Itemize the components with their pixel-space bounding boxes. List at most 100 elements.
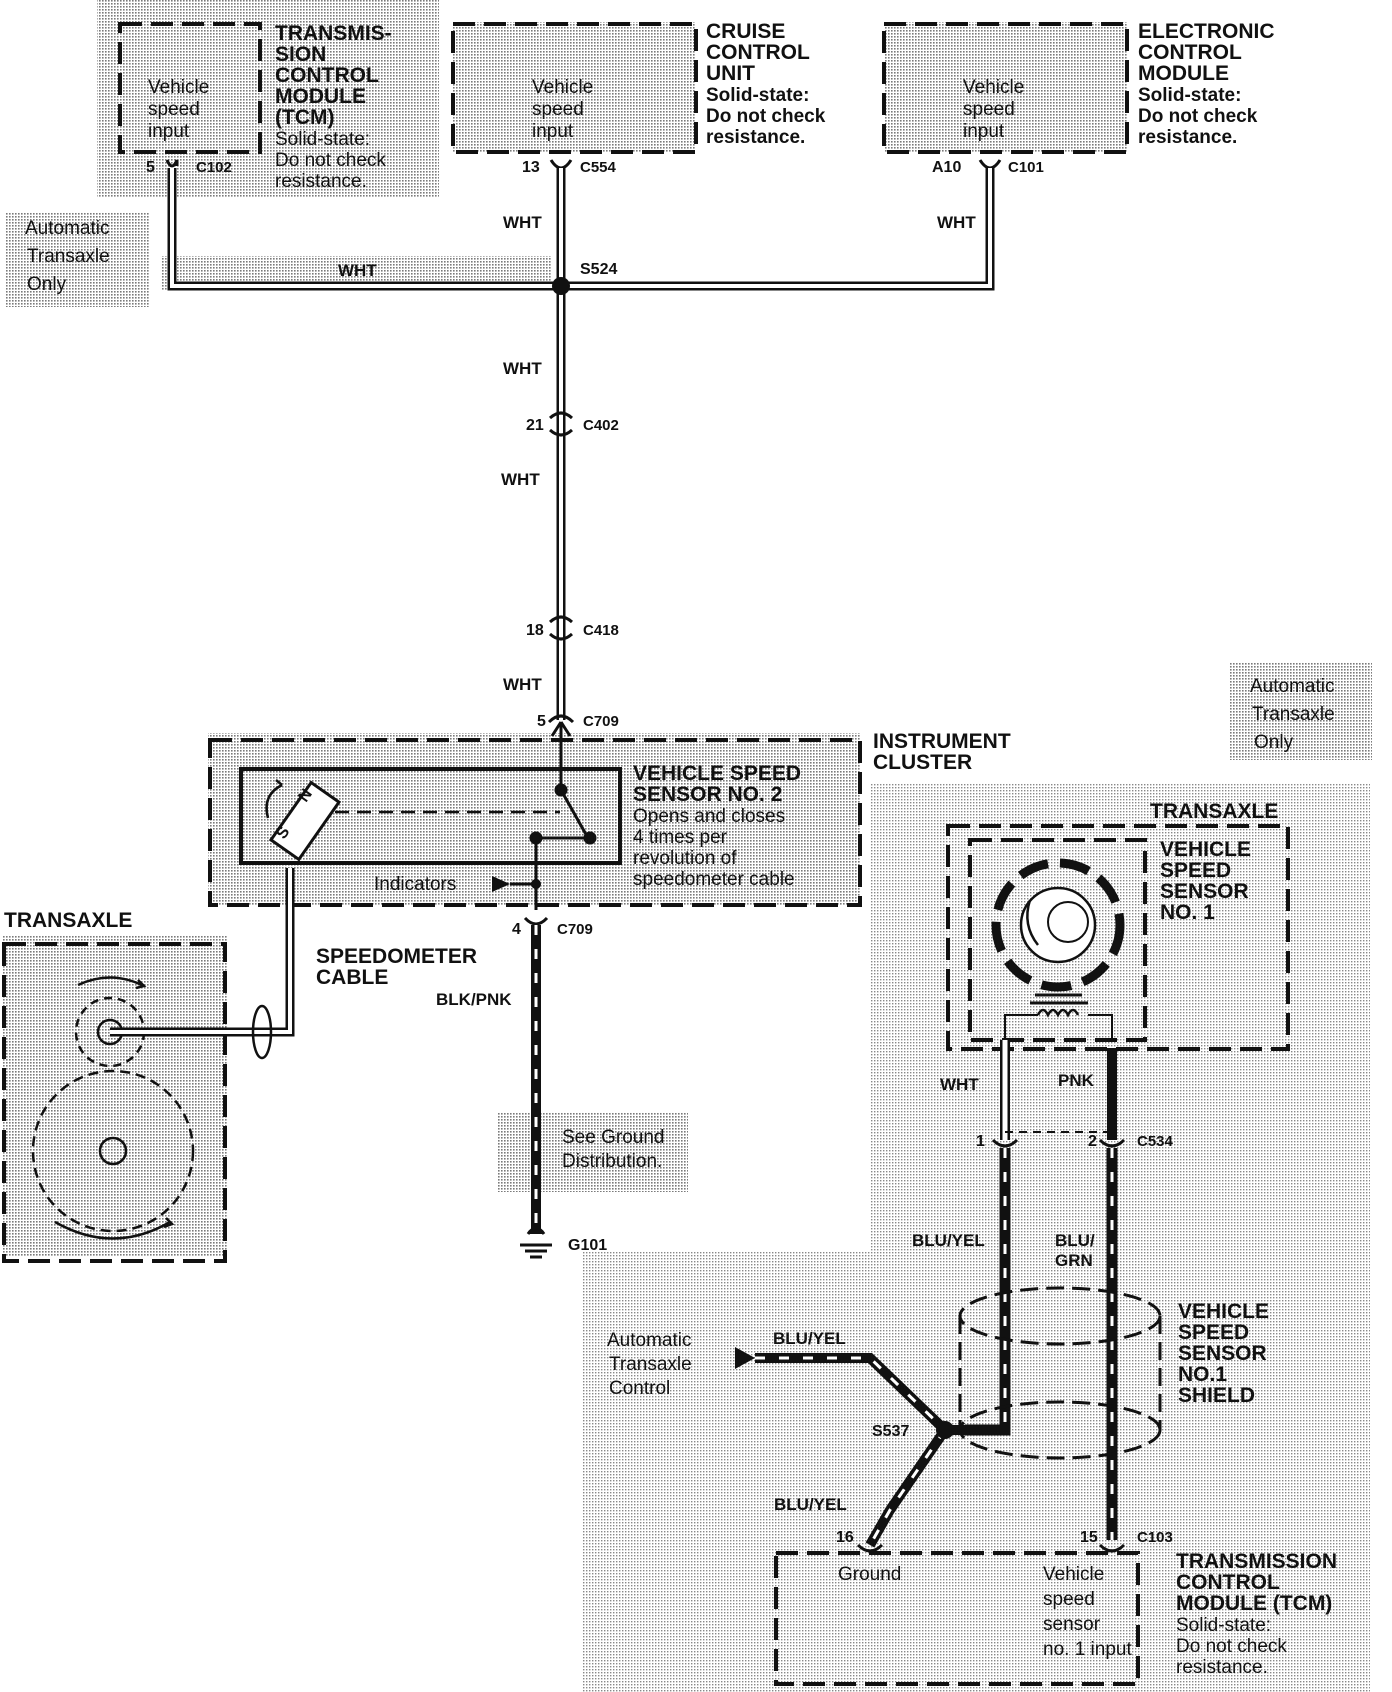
c402-connector: 21 C402 [526,411,619,437]
wht-wires-top [167,168,995,720]
cruise-input-2: speed [532,99,584,120]
tcm-bottom-note-3: resistance. [1176,1657,1268,1678]
wht-label-vss1: WHT [940,1075,979,1094]
vss2-title-1: VEHICLE SPEED [633,762,801,785]
cruise-note-3: resistance. [706,127,805,148]
shield-title-5: SHIELD [1178,1384,1255,1407]
auto-control-2: Transaxle [609,1354,692,1375]
tcm-bottom-title-2: CONTROL [1176,1571,1280,1594]
wht-label-2: WHT [501,470,540,489]
auto-only-left-1: Automatic [25,218,109,239]
cruise-input-3: input [532,121,574,142]
vss1-rotor [991,858,1125,1040]
cruise-connector: C554 [580,159,617,176]
tcm-bottom-title-3: MODULE (TCM) [1176,1592,1332,1615]
wht-label-ecm: WHT [937,213,976,232]
c402-name: C402 [583,417,619,434]
reed-switch [529,721,597,910]
wht-label-cruise: WHT [503,213,542,232]
shield-title-4: NO.1 [1178,1363,1227,1386]
speedometer-cable [110,868,295,1060]
vss1-text: VEHICLE SPEED SENSOR NO. 1 [1160,838,1251,924]
cruise-title-2: CONTROL [706,41,810,64]
cruise-control-module: CRUISE CONTROL UNIT Solid-state: Do not … [451,20,826,176]
cruise-shade [453,22,696,152]
cruise-pin: 13 [522,159,540,176]
c709-top-connector: 5 C709 [537,713,619,730]
tcm-top-note-2: Do not check [275,150,386,171]
auto-only-right-shade [1229,662,1372,760]
cruise-note-2: Do not check [706,106,826,127]
auto-only-right-note: Automatic Transaxle Only [1250,676,1335,753]
c709-top-pin: 5 [537,713,546,730]
shield-title-2: SPEED [1178,1321,1249,1344]
auto-control-arrow [735,1347,755,1369]
wht-label-tcm: WHT [338,261,377,280]
vss2-desc-1: Opens and closes [633,806,785,827]
vss2-desc-2: 4 times per [633,827,728,848]
transaxle-right-title: TRANSAXLE [1150,800,1278,823]
tcm-bottom-note-1: Solid-state: [1176,1615,1271,1636]
c534-name: C534 [1137,1133,1174,1150]
wht-label-1: WHT [503,359,542,378]
auto-control-3: Control [609,1378,670,1399]
cruise-input-1: Vehicle [532,77,593,98]
c418-name: C418 [583,622,619,639]
blu-grn-label-2: GRN [1055,1251,1093,1270]
auto-control-note: Automatic Transaxle Control [607,1330,692,1399]
blu-yel-label-control: BLU/YEL [773,1329,846,1348]
c103-pin-15: 15 [1080,1529,1098,1546]
speedometer-cable-label-2: CABLE [316,966,388,989]
tcm-top-note-3: resistance. [275,171,367,192]
tcm-bottom-input-3: sensor [1043,1614,1101,1635]
ecm-input-1: Vehicle [963,77,1024,98]
ecm-note-2: Do not check [1138,106,1258,127]
indicators-label: Indicators [374,874,456,895]
blu-yel-label-ground: BLU/YEL [774,1495,847,1514]
tcm-top-title-2: SION [275,43,326,66]
cruise-title-1: CRUISE [706,20,785,43]
cruise-title-3: UNIT [706,62,755,85]
vss2-desc-3: revolution of [633,848,737,869]
vss2-text: VEHICLE SPEED SENSOR NO. 2 Opens and clo… [633,762,801,890]
c534-pin2: 2 [1088,1133,1097,1150]
tcm-bottom-title-1: TRANSMISSION [1176,1550,1337,1573]
transaxle-right-box [946,824,1290,1051]
c402-pin: 21 [526,417,544,434]
speedometer-cable-label-1: SPEEDOMETER [316,945,477,968]
tcm-bottom-input-2: speed [1043,1589,1095,1610]
transaxle-left-shade [2,935,227,1257]
auto-only-left-shade [5,212,150,307]
ecm-connector: C101 [1008,159,1044,176]
ground-dist-1: See Ground [562,1127,664,1148]
c709-bottom-name: C709 [557,921,593,938]
ecm-title-2: CONTROL [1138,41,1242,64]
ecm-note-1: Solid-state: [1138,85,1241,106]
vss1-title-2: SPEED [1160,859,1231,882]
s537-label: S537 [872,1423,909,1440]
tcm-bottom-note-2: Do not check [1176,1636,1287,1657]
vss2-magnet: N S [265,779,342,862]
ground-symbol [520,1226,552,1259]
cluster-title-1: INSTRUMENT [873,730,1011,753]
tcm-top-shade [97,0,439,197]
ecm-pin: A10 [932,159,961,176]
indicators-arrow [492,876,510,892]
s537-splice-dot [936,1421,954,1439]
vss2-box [239,767,622,865]
blu-yel-label-vss: BLU/YEL [912,1231,985,1250]
instrument-cluster: INSTRUMENT CLUSTER N S VEHICLE SPEED SEN… [208,721,1011,910]
vss2-title-2: SENSOR NO. 2 [633,783,782,806]
shield-title-3: SENSOR [1178,1342,1267,1365]
cluster-title-2: CLUSTER [873,751,972,774]
ecm-input-3: input [963,121,1005,142]
tcm-top-input-1: Vehicle [148,77,209,98]
s524-label: S524 [580,261,617,278]
shield-title-1: VEHICLE [1178,1300,1269,1323]
pnk-label: PNK [1058,1071,1095,1090]
c709-top-name: C709 [583,713,619,730]
ecm-note-3: resistance. [1138,127,1237,148]
tcm-bottom-input-1: Vehicle [1043,1564,1104,1585]
auto-only-left-3: Only [27,274,67,295]
